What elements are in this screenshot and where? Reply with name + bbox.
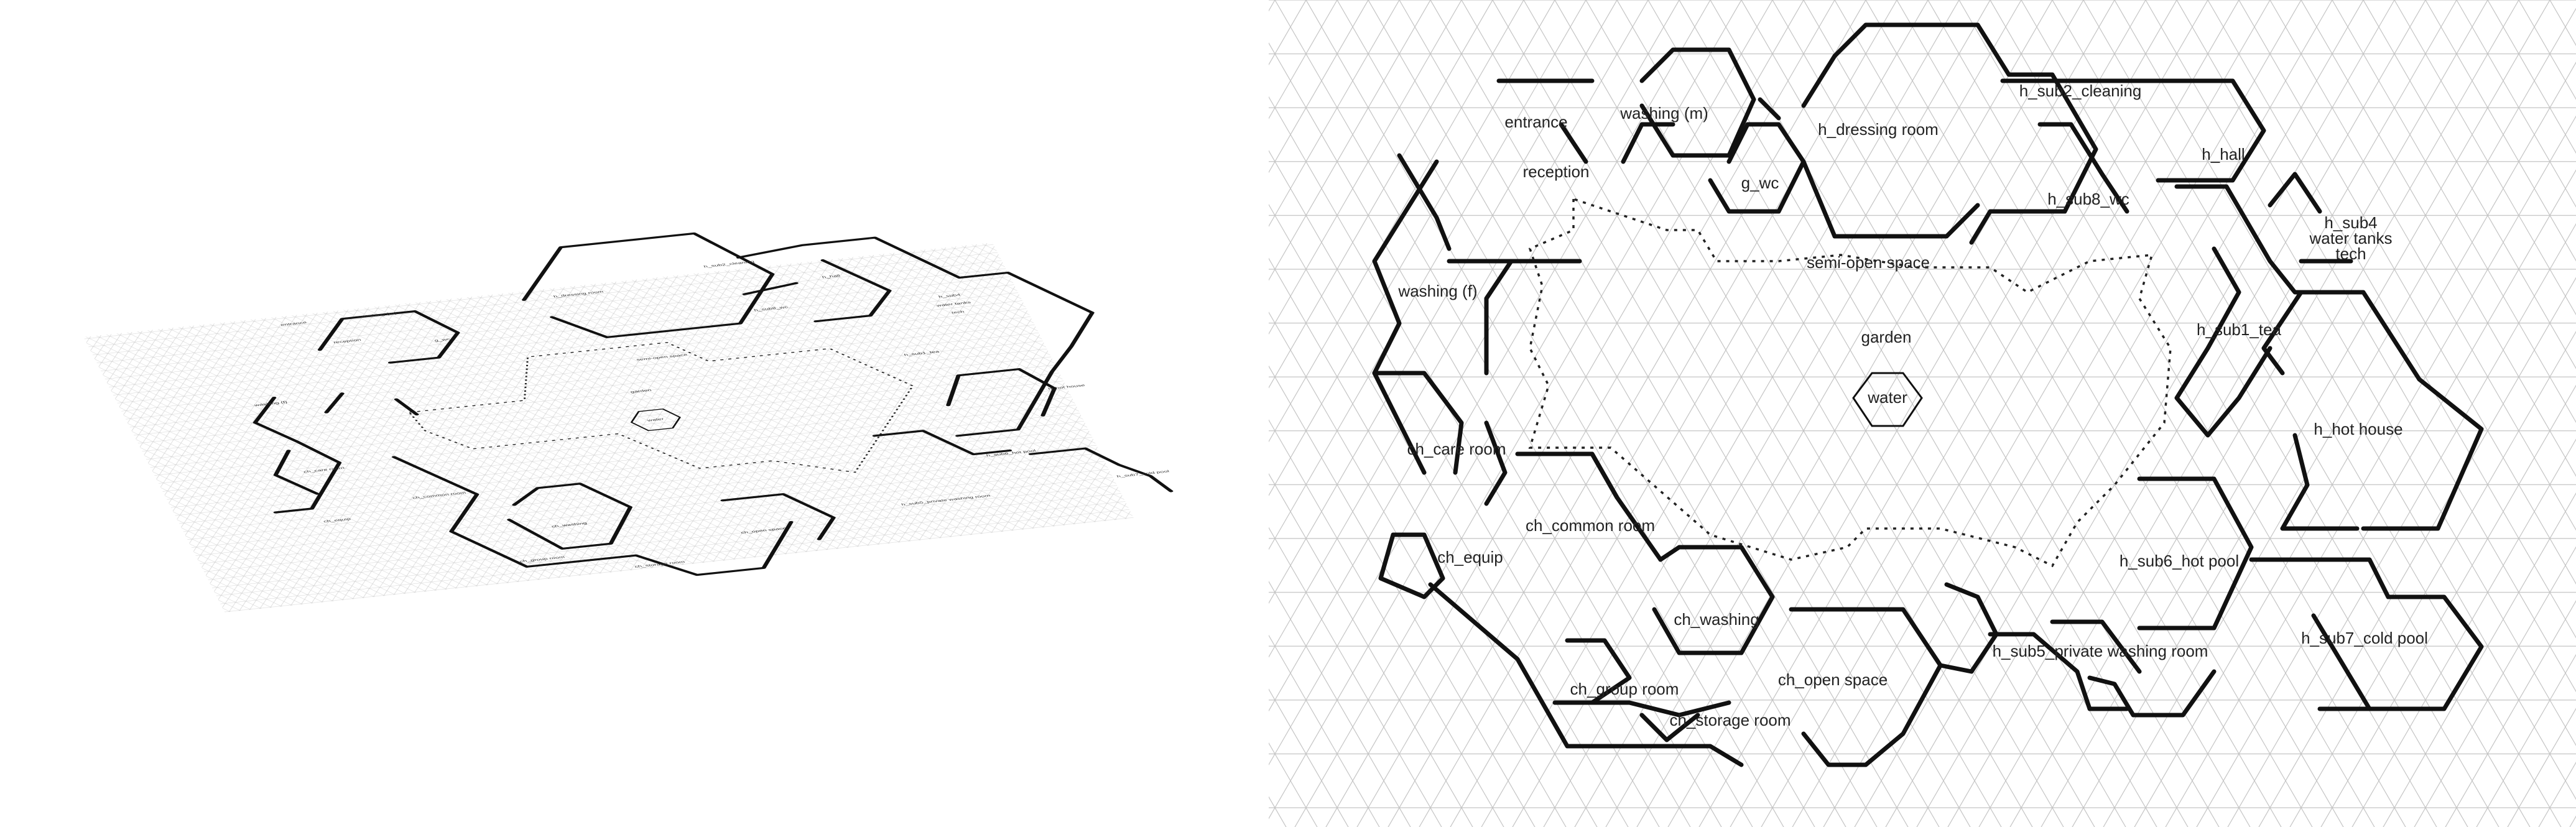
iso-label-ch-washing: ch_washing [550,521,588,529]
label-washing-m: washing (m) [1619,104,1708,122]
iso-label-h-hall: h_hall [822,274,841,279]
label-h-sub6-hot-pool: h_sub6_hot pool [2120,552,2239,570]
label-ch-equip: ch_equip [1437,548,1503,566]
iso-water-hexagon [630,408,681,432]
label-h-sub7-cold-pool: h_sub7_cold pool [2301,629,2428,647]
iso-label-tech: tech [951,310,965,315]
iso-label-h-sub1-tea: h_sub1_tea [903,349,940,357]
iso-label-garden: garden [629,388,652,394]
label-ch-storage-room: ch_storage room [1669,711,1791,729]
label-water-tanks: water tanks [2309,229,2393,247]
iso-label-h-sub4: h_sub4 [938,293,961,298]
label-ch-care-room: ch_care room [1407,440,1506,458]
iso-grid [83,243,1134,612]
isometric-view: entrance washing (m) h_dressing room h_s… [83,232,1174,612]
label-h-sub5-private-washing-room: h_sub5_private washing room [1993,642,2208,660]
plan-walls [1372,22,2484,767]
plan-room-labels: entrance washing (m) h_dressing room h_s… [1397,81,2428,729]
iso-label-h-sub8-wc: h_sub8_wc [753,305,789,312]
plan-view: entrance washing (m) h_dressing room h_s… [1269,0,2576,827]
iso-label-entrance: entrance [280,320,308,326]
iso-label-water: water [646,417,665,422]
iso-label-washing-f: washing (f) [253,400,288,407]
label-h-sub4: h_sub4 [2324,213,2377,232]
label-h-dressing-room: h_dressing room [1818,120,1939,139]
label-water: water [1867,388,1907,407]
label-h-sub2-cleaning: h_sub2_cleaning [2019,81,2142,100]
iso-label-water-tanks: water tanks [935,300,971,307]
iso-walls [253,232,1174,576]
iso-label-g-wc: g_wc [433,337,452,342]
label-tech: tech [2335,244,2366,263]
label-h-sub1-tea: h_sub1_tea [2197,320,2281,339]
plan-water-hexagon [1852,372,1923,427]
label-reception: reception [1523,162,1590,181]
label-ch-open-space: ch_open space [1778,670,1888,689]
iso-label-ch-equip: ch_equip [323,517,352,523]
label-h-hall: h_hall [2202,145,2245,164]
iso-label-h-hot-house: h_hot house [1047,383,1086,390]
label-h-sub8-wc: h_sub8_wc [2047,190,2129,208]
label-garden: garden [1861,328,1912,346]
label-entrance: entrance [1504,113,1567,131]
label-ch-washing: ch_washing [1674,610,1759,629]
iso-garden-boundary [408,342,914,473]
label-g-wc: g_wc [1741,173,1779,192]
label-semi-open-space: semi-open space [1807,253,1930,272]
label-washing-f: washing (f) [1397,282,1477,300]
label-ch-group-room: ch_group room [1570,680,1679,698]
label-ch-common-room: ch_common room [1526,516,1655,535]
iso-label-reception: reception [333,338,362,344]
label-h-hot-house: h_hot house [2314,420,2402,438]
iso-label-h-sub2-cleaning: h_sub2_cleaning [703,260,755,269]
iso-label-washing-m: washing (m) [359,311,398,318]
iso-label-h-sub7-cold-pool: h_sub7_cold pool [1116,469,1170,478]
